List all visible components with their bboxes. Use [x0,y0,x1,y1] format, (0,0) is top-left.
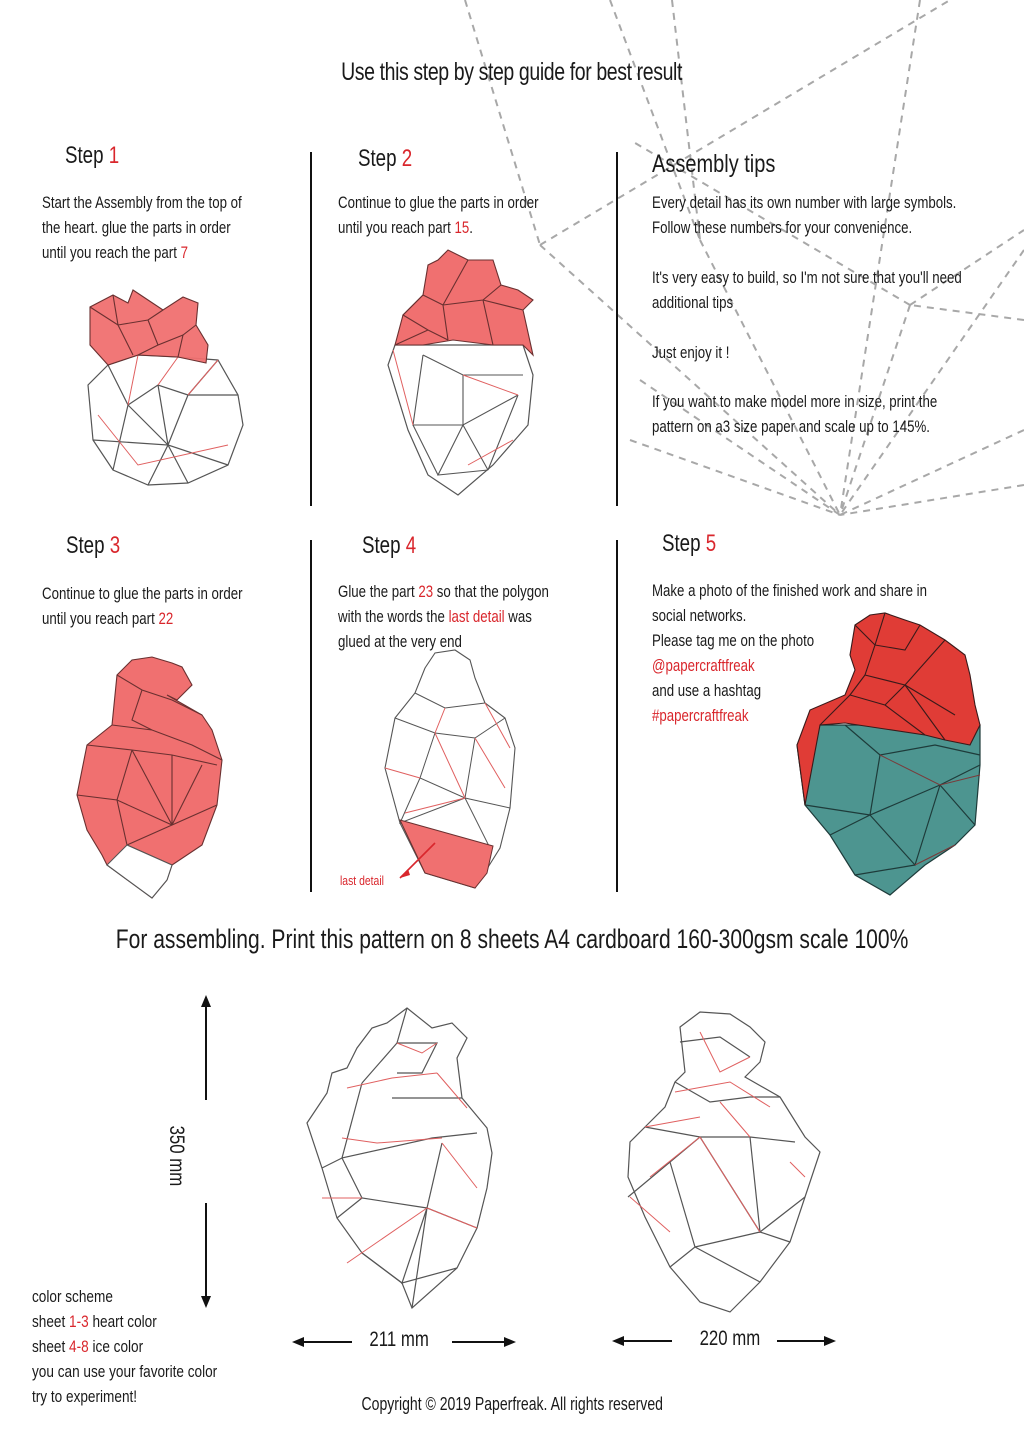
text-line: glued at the very end [338,632,462,651]
step-3-heading: Step 3 [66,532,121,559]
step-3-instructions: Continue to glue the parts in order unti… [42,581,299,631]
heart-finished-illustration [796,612,981,896]
copyright-footer: Copyright © 2019 Paperfreak. All rights … [361,1394,663,1414]
heart-step-2-illustration [387,249,534,496]
assembly-tips-title: Assembly tips [652,150,776,178]
width-back-label: 220 mm [699,1327,761,1350]
tips-paragraph: Just enjoy it ! [652,340,751,365]
text-line: sheet 4-8 ice color [32,1337,144,1356]
text-line: social networks. [652,606,747,625]
heart-step-1-illustration [87,289,244,486]
text-line: until you reach the part 7 [42,243,188,262]
text-line: Continue to glue the parts in order [338,193,539,212]
text-line: Make a photo of the finished work and sh… [652,581,927,600]
text-line: Start the Assembly from the top of [42,193,242,212]
text-line: Every detail has its own number with lar… [652,193,957,212]
last-detail-annotation: last detail [340,873,384,888]
text-line: Follow these numbers for your convenienc… [652,218,913,237]
text-line: pattern on a3 size paper and scale up to… [652,417,930,436]
column-divider [616,540,618,892]
tips-paragraph: Every detail has its own number with lar… [652,190,1024,240]
column-divider [616,152,618,506]
instagram-handle: @papercraftfreak [652,656,755,675]
text-line: It's very easy to build, so I'm not sure… [652,268,962,287]
text-line: Continue to glue the parts in order [42,584,243,603]
text-line: Just enjoy it ! [652,343,730,362]
text-line: additional tips [652,293,734,312]
text-line: until you reach part 15. [338,218,473,237]
width-front-dimension-arrows [292,1337,516,1347]
text-line: If you want to make model more in size, … [652,392,938,411]
heart-step-4-illustration [384,649,516,889]
text-line: Glue the part 23 so that the polygon [338,582,549,601]
height-dimension-label: 350 mm [165,1125,188,1187]
width-back-dimension-arrows [612,1336,836,1346]
heart-step-3-illustration [76,656,223,899]
step-1-instructions: Start the Assembly from the top of the h… [42,190,298,265]
text-line: until you reach part 22 [42,609,174,628]
text-line: with the words the last detail was [338,607,532,626]
tips-paragraph: If you want to make model more in size, … [652,389,1018,439]
heart-back-pattern-illustration [627,1011,821,1313]
width-front-label: 211 mm [369,1328,429,1351]
print-instructions-title: For assembling. Print this pattern on 8 … [115,924,909,954]
text-line: color scheme [32,1287,113,1306]
tips-paragraph: It's very easy to build, so I'm not sure… [652,265,1024,315]
text-line: Please tag me on the photo [652,631,815,650]
column-divider [310,540,312,892]
hashtag: #papercraftfreak [652,706,749,725]
step-4-heading: Step 4 [362,532,417,559]
step-5-instructions: Make a photo of the finished work and sh… [652,578,1005,728]
text-line: the heart. glue the parts in order [42,218,231,237]
step-2-instructions: Continue to glue the parts in order unti… [338,190,595,240]
text-line: sheet 1-3 heart color [32,1312,157,1331]
heart-front-pattern-illustration [306,1007,493,1310]
height-dimension-arrow [201,995,211,1308]
text-line: you can use your favorite color [32,1362,218,1381]
step-5-heading: Step 5 [662,530,717,557]
column-divider [310,152,312,506]
step-2-heading: Step 2 [358,145,413,172]
text-line: and use a hashtag [652,681,762,700]
step-4-instructions: Glue the part 23 so that the polygon wit… [338,579,608,654]
color-scheme-notes: color scheme sheet 1-3 heart color sheet… [32,1284,264,1409]
text-line: try to experiment! [32,1387,138,1406]
page-title: Use this step by step guide for best res… [341,58,683,86]
step-1-heading: Step 1 [65,142,120,169]
